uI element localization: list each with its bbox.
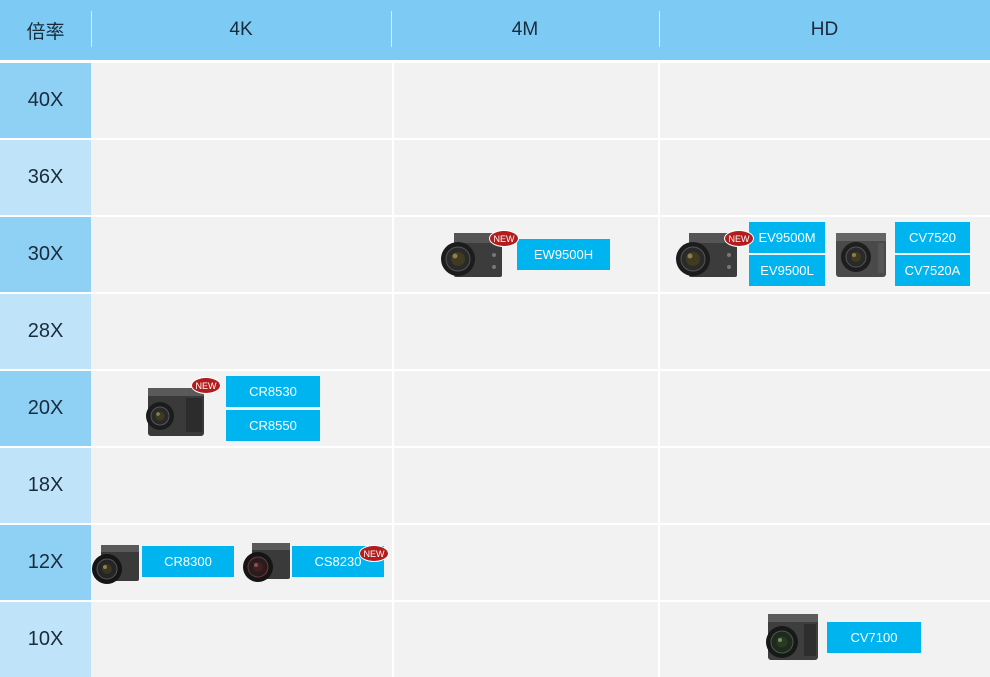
camera-cv7520-image[interactable] bbox=[832, 227, 890, 281]
header-divider bbox=[659, 11, 660, 47]
model-ev9500m-button[interactable]: EV9500M bbox=[749, 222, 825, 253]
cell-4k bbox=[91, 217, 392, 292]
row-label: 36X bbox=[0, 140, 91, 215]
row-label: 10X bbox=[0, 602, 91, 677]
model-cr8300-button[interactable]: CR8300 bbox=[142, 546, 234, 577]
row-label: 40X bbox=[0, 63, 91, 138]
camera-cr8300-image[interactable] bbox=[91, 543, 141, 587]
header-divider bbox=[91, 11, 92, 47]
cell-hd bbox=[660, 63, 990, 138]
header-4k: 4K bbox=[229, 19, 253, 40]
cell-hd bbox=[660, 525, 990, 600]
table-row: 28X bbox=[0, 294, 990, 369]
table-row: 10X bbox=[0, 602, 990, 677]
new-badge: NEW bbox=[191, 377, 221, 394]
camera-ew9500h-image[interactable] bbox=[440, 229, 504, 283]
header-divider bbox=[391, 11, 392, 47]
row-label: 12X bbox=[0, 525, 91, 600]
cell-hd bbox=[660, 294, 990, 369]
row-label: 28X bbox=[0, 294, 91, 369]
model-ev9500l-button[interactable]: EV9500L bbox=[749, 255, 825, 286]
row-label: 20X bbox=[0, 371, 91, 446]
cell-4m bbox=[394, 448, 658, 523]
cell-4k bbox=[91, 448, 392, 523]
model-cv7100-button[interactable]: CV7100 bbox=[827, 622, 921, 653]
camera-cv7100-image[interactable] bbox=[760, 610, 822, 666]
table-row: 20X bbox=[0, 371, 990, 446]
model-ew9500h-button[interactable]: EW9500H bbox=[517, 239, 610, 270]
cell-hd bbox=[660, 602, 990, 677]
new-badge: NEW bbox=[724, 230, 754, 247]
camera-cs8230-image[interactable] bbox=[240, 541, 292, 585]
header-4m: 4M bbox=[511, 19, 539, 40]
cell-4k bbox=[91, 63, 392, 138]
cell-4m bbox=[394, 140, 658, 215]
camera-cr8500-image[interactable] bbox=[142, 384, 206, 440]
new-badge: NEW bbox=[489, 230, 519, 247]
cell-4k bbox=[91, 294, 392, 369]
table-row: 40X bbox=[0, 63, 990, 138]
camera-ev9500-image[interactable] bbox=[675, 229, 739, 283]
model-cv7520a-button[interactable]: CV7520A bbox=[895, 255, 970, 286]
table-row: 18X bbox=[0, 448, 990, 523]
cell-hd bbox=[660, 371, 990, 446]
row-label: 30X bbox=[0, 217, 91, 292]
model-cr8550-button[interactable]: CR8550 bbox=[226, 410, 320, 441]
cell-hd bbox=[660, 140, 990, 215]
cell-4m bbox=[394, 63, 658, 138]
cell-4m bbox=[394, 294, 658, 369]
cell-4m bbox=[394, 602, 658, 677]
header-magnification: 倍率 bbox=[26, 21, 65, 43]
cell-4k bbox=[91, 140, 392, 215]
new-badge: NEW bbox=[359, 545, 389, 562]
cell-4m bbox=[394, 525, 658, 600]
row-label: 18X bbox=[0, 448, 91, 523]
cell-4k bbox=[91, 602, 392, 677]
table-row: 12X bbox=[0, 525, 990, 600]
model-cr8530-button[interactable]: CR8530 bbox=[226, 376, 320, 407]
table-row: 36X bbox=[0, 140, 990, 215]
table-header: 倍率 4K 4M HD bbox=[0, 0, 990, 60]
cell-4m bbox=[394, 371, 658, 446]
cell-hd bbox=[660, 448, 990, 523]
header-hd: HD bbox=[810, 19, 839, 40]
model-cv7520-button[interactable]: CV7520 bbox=[895, 222, 970, 253]
